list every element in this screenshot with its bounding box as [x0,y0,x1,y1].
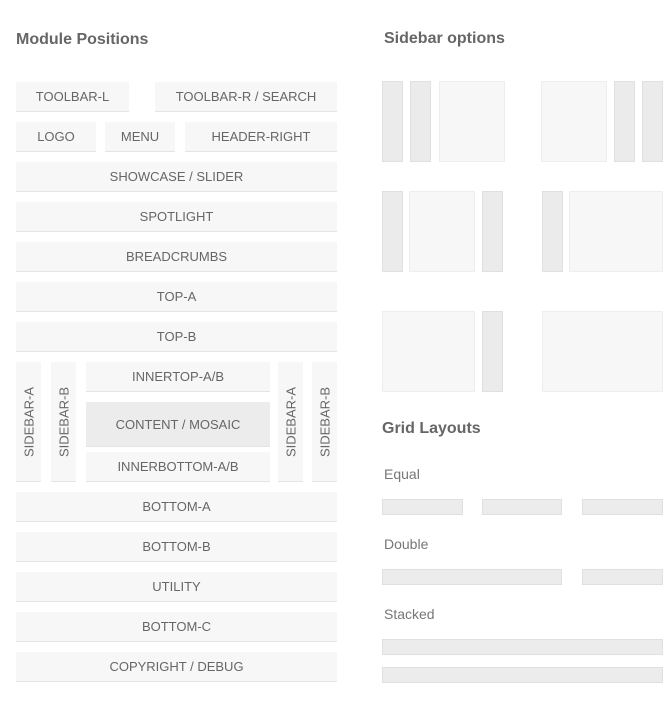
grid-layouts-heading: Grid Layouts [382,420,481,437]
sidebar-option-3-content [409,191,475,272]
sidebar-option-4-sidebar-a [542,191,563,272]
toolbar-r-search-module: TOOLBAR-R / SEARCH [155,82,337,112]
innertop-module: INNERTOP-A/B [86,362,270,392]
right-sidebar-a-label: SIDEBAR-A [283,386,298,457]
grid-equal-label: Equal [384,466,420,482]
right-sidebar-b-label: SIDEBAR-B [317,386,332,457]
toolbar-l-module: TOOLBAR-L [16,82,129,112]
sidebar-option-1-sidebar-a [382,81,403,162]
breadcrumbs-module: BREADCRUMBS [16,242,337,272]
sidebar-option-2-sidebar-b [642,81,663,162]
sidebar-option-2-content [541,81,607,162]
bottom-c-module: BOTTOM-C [16,612,337,642]
header-right-module: HEADER-RIGHT [185,122,337,152]
right-sidebar-a-module: SIDEBAR-A [278,362,303,482]
utility-module: UTILITY [16,572,337,602]
module-positions-heading: Module Positions [16,31,149,48]
sidebar-option-5-content [382,311,475,392]
sidebar-option-1-sidebar-b [410,81,431,162]
grid-stacked-row-2 [382,667,663,683]
top-b-module: TOP-B [16,322,337,352]
grid-equal-column-2 [482,499,562,515]
copyright-debug-module: COPYRIGHT / DEBUG [16,652,337,682]
sidebar-option-1-content [439,81,505,162]
innerbottom-module: INNERBOTTOM-A/B [86,452,270,482]
spotlight-module: SPOTLIGHT [16,202,337,232]
left-sidebar-b-module: SIDEBAR-B [51,362,76,482]
grid-double-column-1 [382,569,562,585]
sidebar-options-heading: Sidebar options [384,30,505,47]
grid-equal-column-3 [582,499,663,515]
grid-stacked-label: Stacked [384,606,435,622]
left-sidebar-a-label: SIDEBAR-A [21,386,36,457]
top-a-module: TOP-A [16,282,337,312]
right-sidebar-b-module: SIDEBAR-B [312,362,337,482]
grid-double-column-2 [582,569,663,585]
showcase-slider-module: SHOWCASE / SLIDER [16,162,337,192]
logo-module: LOGO [16,122,96,152]
sidebar-option-3-sidebar-a [382,191,403,272]
grid-double-label: Double [384,536,429,552]
bottom-a-module: BOTTOM-A [16,492,337,522]
sidebar-option-6-content [542,311,663,392]
sidebar-option-2-sidebar-a [614,81,635,162]
sidebar-option-3-sidebar-b [482,191,503,272]
menu-module: MENU [105,122,175,152]
grid-equal-column-1 [382,499,463,515]
left-sidebar-b-label: SIDEBAR-B [56,386,71,457]
sidebar-option-4-content [569,191,663,272]
left-sidebar-a-module: SIDEBAR-A [16,362,41,482]
sidebar-option-5-sidebar-b [482,311,503,392]
grid-stacked-row-1 [382,639,663,655]
bottom-b-module: BOTTOM-B [16,532,337,562]
content-mosaic-module: CONTENT / MOSAIC [86,402,270,447]
